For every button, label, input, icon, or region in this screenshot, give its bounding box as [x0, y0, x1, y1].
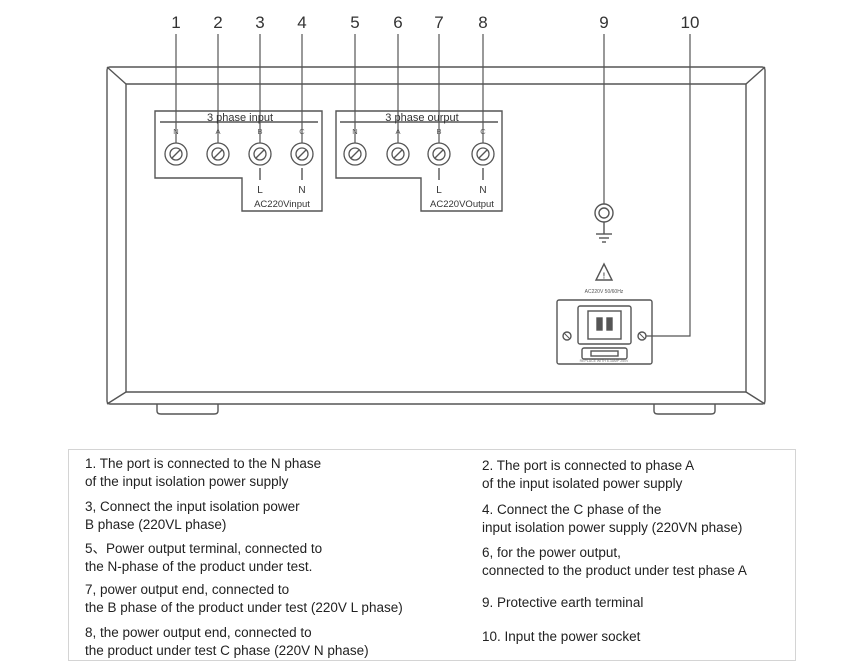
fuse-icon: [581, 347, 628, 360]
output-single-phase-label: AC220VOutput: [430, 199, 494, 210]
input-terminal-label: N: [173, 127, 178, 136]
leader-line-10: [646, 34, 691, 337]
note-6: 6, for the power output,connected to the…: [482, 545, 747, 578]
input-title: 3 phase input: [207, 112, 273, 124]
foot-right: [653, 404, 716, 415]
screw-terminal-icon: [290, 142, 314, 166]
socket-inner: [577, 305, 632, 345]
callout-2: 2: [213, 13, 222, 32]
input-l-label: L: [257, 185, 263, 196]
output-terminal-block: [335, 110, 503, 212]
note-10: 10. Input the power socket: [482, 629, 641, 644]
output-terminal-label: C: [480, 127, 486, 136]
ground-terminal: [594, 203, 614, 223]
fuse-note: REPLACE WITH 6.3AMP 250V: [580, 359, 629, 363]
output-terminal-label: B: [436, 127, 441, 136]
input-terminal-label: C: [299, 127, 305, 136]
callout-7: 7: [434, 13, 443, 32]
callout-9: 9: [599, 13, 608, 32]
callout-6: 6: [393, 13, 402, 32]
callout-8: 8: [478, 13, 487, 32]
callout-10: 10: [681, 13, 700, 32]
screw-terminal-icon: [206, 142, 230, 166]
input-terminal-label: A: [215, 127, 220, 136]
output-l-label: L: [436, 185, 442, 196]
screw-terminal-icon: [248, 142, 272, 166]
screw-terminal-icon: [343, 142, 367, 166]
screw-terminal-icon: [471, 142, 495, 166]
callout-1: 1: [171, 13, 180, 32]
callout-4: 4: [297, 13, 306, 32]
screw-terminal-icon: [427, 142, 451, 166]
output-terminal-label: N: [352, 127, 357, 136]
legend-box: [68, 449, 796, 661]
ground-symbol-icon: [596, 222, 612, 243]
note-9: 9. Protective earth terminal: [482, 595, 644, 610]
screw-terminal-icon: [164, 142, 188, 166]
input-n-label: N: [298, 185, 305, 196]
socket-rating: AC220V 50/60Hz: [585, 289, 624, 295]
input-terminal-label: B: [257, 127, 262, 136]
callout-3: 3: [255, 13, 264, 32]
output-terminal-label: A: [395, 127, 400, 136]
cabinet-outer: [106, 66, 766, 405]
callout-5: 5: [350, 13, 359, 32]
warning-triangle-icon: [594, 262, 614, 281]
output-title: 3 phase ourput: [385, 112, 458, 124]
socket-housing: [556, 299, 653, 365]
input-terminal-block: [154, 110, 323, 212]
input-single-phase-label: AC220Vinput: [254, 199, 310, 210]
output-n-label: N: [479, 185, 486, 196]
foot-left: [156, 404, 219, 415]
warning-mark: !: [603, 272, 606, 281]
screw-terminal-icon: [386, 142, 410, 166]
